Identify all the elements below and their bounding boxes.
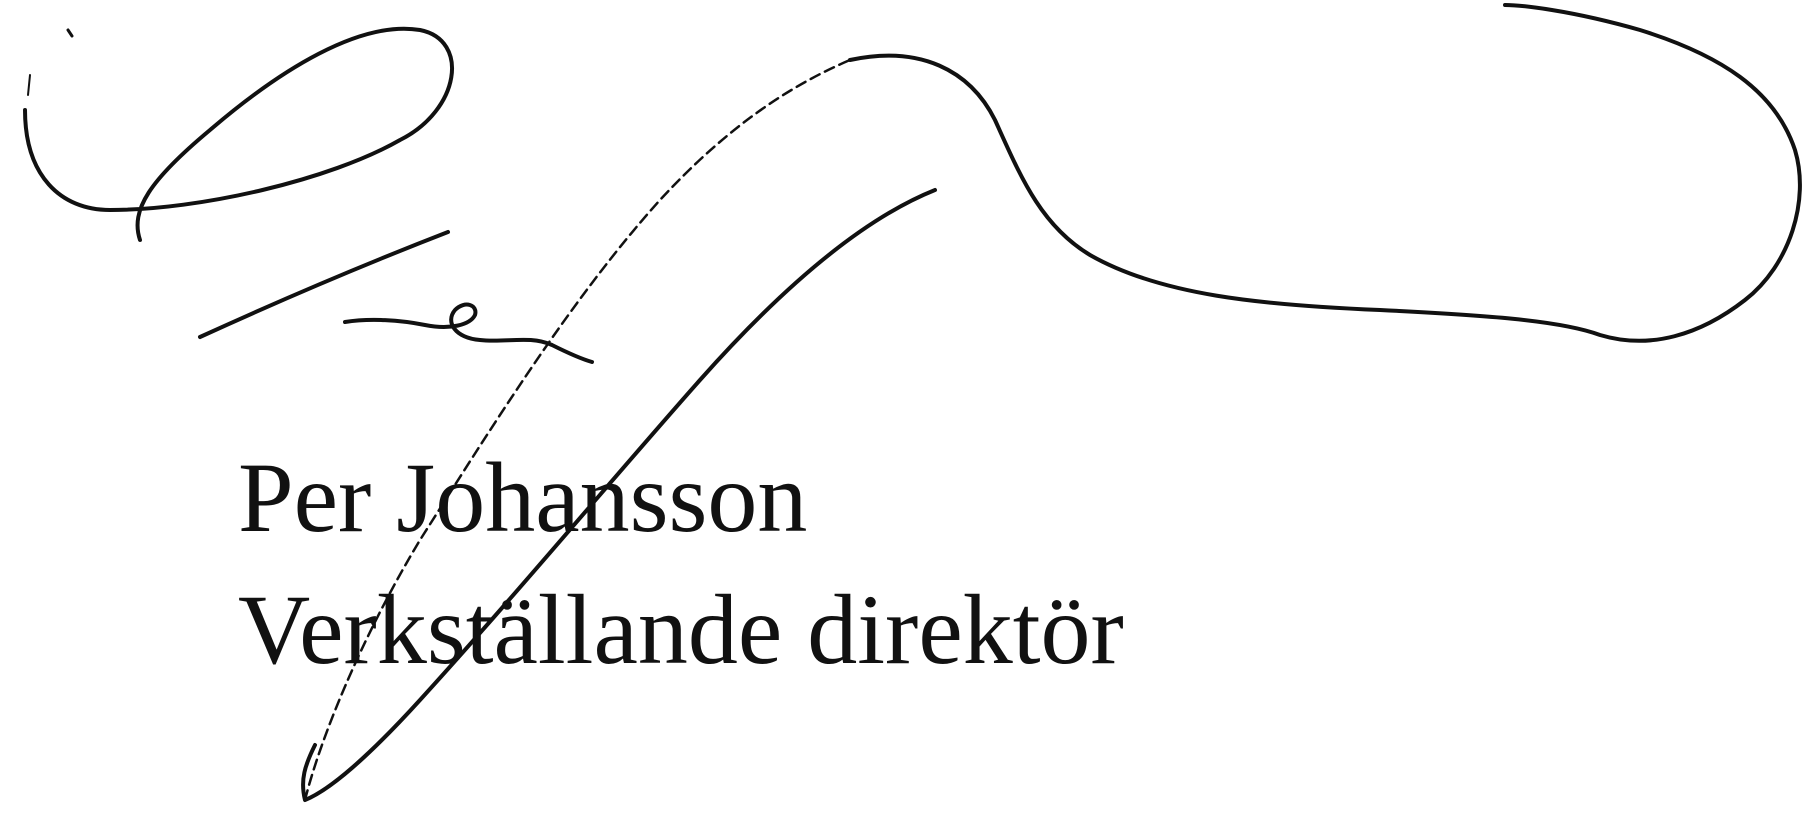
- signature-stroke-dashed: [303, 58, 852, 802]
- signature-stroke-main: [848, 3, 1802, 343]
- signer-name: Per Johansson: [238, 442, 808, 553]
- signature-stroke-squiggle: [343, 302, 594, 364]
- signature-stroke-loop: [23, 26, 455, 242]
- signature-stroke-dash: [198, 230, 450, 339]
- signature-stroke-dot: [66, 28, 74, 38]
- signer-title: Verkställande direktör: [238, 574, 1124, 685]
- signature-stroke-lower: [301, 188, 937, 802]
- signature-stroke-dot: [27, 74, 31, 96]
